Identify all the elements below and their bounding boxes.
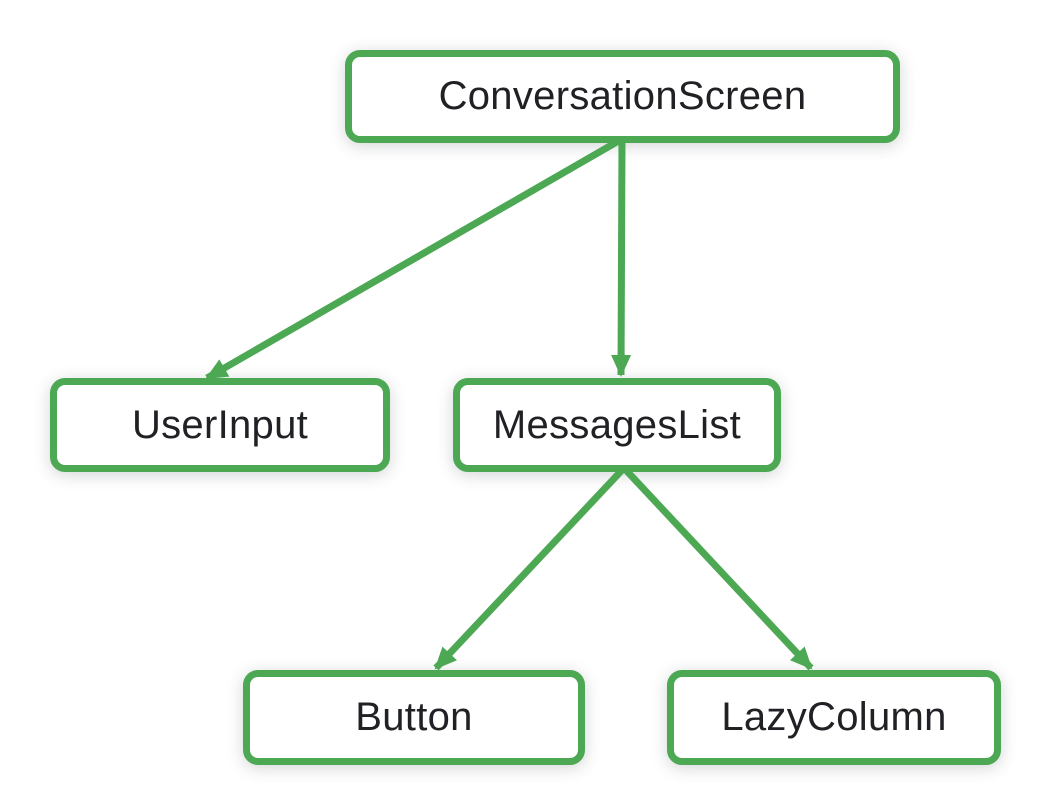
edge-messageslist-lazycolumn [621,465,814,671]
node-lazy-column: LazyColumn [667,670,1001,765]
edge-conversationscreen-userinput [205,135,624,382]
node-messages-list: MessagesList [453,378,781,472]
node-user-input: UserInput [50,378,390,472]
node-button: Button [243,670,585,765]
node-conversation-screen-label: ConversationScreen [438,74,807,118]
node-user-input-label: UserInput [131,402,309,447]
node-button-label: Button [355,695,473,739]
node-conversation-screen: ConversationScreen [345,50,900,143]
node-lazy-column-label: LazyColumn [721,695,947,739]
edge-messageslist-button [433,465,627,671]
edge-conversationscreen-messageslist [611,138,632,377]
node-messages-list-label: MessagesList [492,402,742,447]
